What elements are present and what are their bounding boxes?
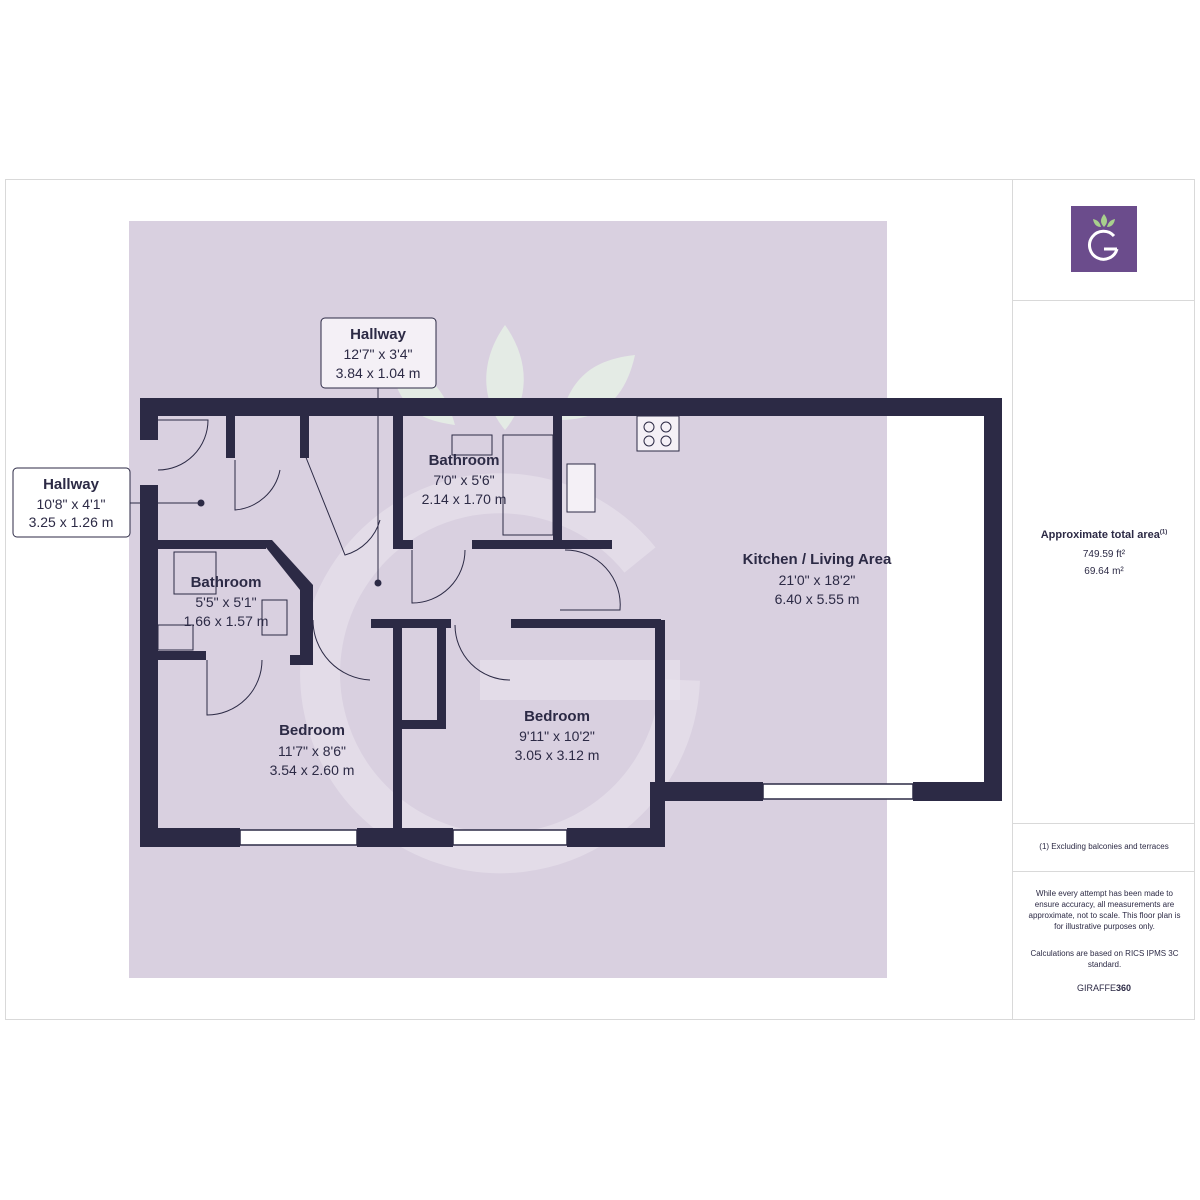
room-labels: Hallway 12'7" x 3'4" 3.84 x 1.04 m Hallw…	[29, 326, 892, 778]
sidebar-divider	[1013, 871, 1195, 872]
windows	[239, 783, 914, 846]
sink-icon	[566, 463, 596, 513]
kitchen-name: Kitchen / Living Area	[743, 551, 892, 568]
hallway-left-metric: 3.25 x 1.26 m	[29, 514, 114, 530]
fixtures	[157, 415, 680, 651]
walls	[140, 398, 1002, 847]
kitchen-metric: 6.40 x 5.55 m	[775, 591, 860, 607]
bathroom-upper-metric: 2.14 x 1.70 m	[422, 491, 507, 507]
basin-icon	[451, 434, 493, 456]
area-sqm: 69.64 m²	[1084, 566, 1124, 577]
brand-name: GIRAFFE360	[1076, 983, 1132, 993]
bath-icon	[502, 434, 554, 536]
hallway-left-name: Hallway	[43, 476, 100, 493]
bathroom-upper-name: Bathroom	[429, 452, 500, 469]
hallway-top-name: Hallway	[350, 326, 407, 343]
bathroom-lower-imperial: 5'5" x 5'1"	[195, 594, 256, 610]
bedroom-left-imperial: 11'7" x 8'6"	[278, 743, 346, 759]
disclaimer: While every attempt has been made to ens…	[1028, 889, 1181, 931]
watermark-g-logo	[300, 473, 700, 874]
sidebar-divider	[1013, 823, 1195, 824]
area-title: Approximate total area(1)	[1040, 529, 1168, 541]
sidebar-divider	[1013, 300, 1195, 301]
hallway-top-imperial: 12'7" x 3'4"	[344, 346, 413, 362]
area-sqft: 749.59 ft²	[1082, 549, 1126, 560]
bedroom-right-imperial: 9'11" x 10'2"	[519, 728, 595, 744]
calculation-note: Calculations are based on RICS IPMS 3C s…	[1030, 949, 1179, 969]
hallway-left-imperial: 10'8" x 4'1"	[37, 496, 106, 512]
info-sidebar: Approximate total area(1) 749.59 ft² 69.…	[1012, 179, 1195, 1020]
kitchen-imperial: 21'0" x 18'2"	[779, 572, 856, 588]
bathroom-lower-metric: 1.66 x 1.57 m	[184, 613, 269, 629]
callouts	[12, 317, 437, 587]
g-leaf-logo-icon	[1088, 214, 1119, 261]
bedroom-right-metric: 3.05 x 3.12 m	[515, 747, 600, 763]
bathroom-lower-name: Bathroom	[191, 574, 262, 591]
hallway-top-metric: 3.84 x 1.04 m	[336, 365, 421, 381]
bedroom-right-name: Bedroom	[524, 708, 590, 725]
bathroom-upper-imperial: 7'0" x 5'6"	[433, 472, 494, 488]
footnote: (1) Excluding balconies and terraces	[1039, 842, 1169, 851]
brand-logo	[1071, 206, 1137, 272]
hob-icon	[636, 415, 680, 452]
bedroom-left-name: Bedroom	[279, 722, 345, 739]
bedroom-left-metric: 3.54 x 2.60 m	[270, 762, 355, 778]
toilet-icon	[157, 624, 194, 651]
area-footnote-mark: (1)	[1159, 529, 1168, 536]
basin-lower-icon	[261, 599, 288, 636]
shower-icon	[173, 551, 217, 595]
